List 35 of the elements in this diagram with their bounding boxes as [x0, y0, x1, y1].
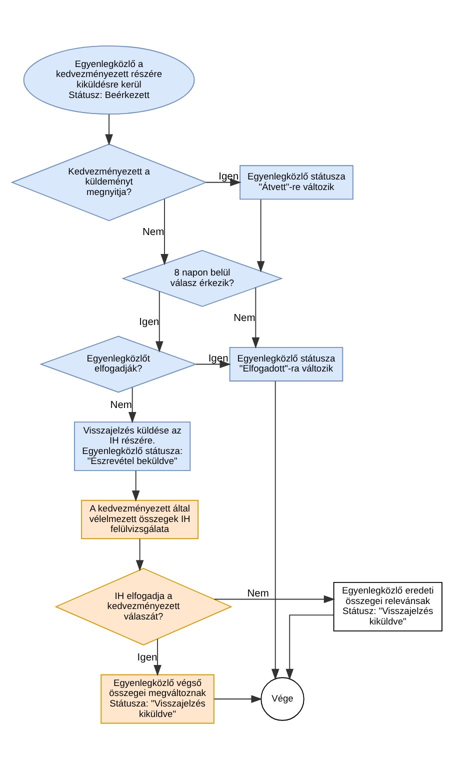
arrow: [252, 286, 260, 348]
arrow: [256, 198, 265, 272]
arrow: [214, 694, 262, 702]
edge-label: Nem: [142, 226, 164, 238]
node-diamond: 8 napon belül válasz érkezik?: [122, 249, 283, 306]
arrow: [105, 113, 113, 145]
edge-label: Nem: [247, 588, 269, 599]
arrow: [155, 290, 164, 352]
edge-label: Igen: [218, 170, 239, 182]
arrow: [136, 538, 144, 571]
arrow: [128, 386, 136, 423]
node-diamond: IH elfogadja a kedvezményezett válaszát?: [54, 567, 232, 645]
node-box: Visszajelzés küldése az IH részére. Egyenlegközlő státusza: "Észrevétel beküldve": [74, 421, 191, 471]
edge-label: Igen: [208, 352, 228, 364]
arrow: [206, 178, 242, 186]
arrow: [160, 198, 168, 265]
node-box: Egyenlegközlő végső összegei megváltoznak Státusza: "Visszajelzés kiküldve": [100, 674, 214, 724]
node-ellipse: Egyenlegközlő a kedvezményezett részére kiküldésre kerül Státusz: Beérkezett: [23, 44, 195, 114]
node-box: Egyenlegközlő eredeti összegei relevánsak Státusz: "Visszajelzés kiküldve": [333, 581, 442, 631]
arrow: [132, 470, 140, 502]
arrow: [154, 638, 162, 676]
node-box: Egyenlegközlő státusza "Átvett"-re változik: [240, 164, 354, 200]
node-diamond: Egyenlegközlőt elfogadják?: [40, 335, 198, 392]
node-box: Egyenlegközlő státusza "Elfogadott"-ra változik: [229, 346, 344, 381]
node-diamond: Kedvezményezett a küldeményt megnyitja?: [10, 143, 208, 221]
edge-label: Igen: [139, 316, 160, 328]
node-circle: Vége: [260, 676, 304, 720]
arrow: [271, 380, 280, 680]
arrow: [286, 614, 334, 680]
node-box: A kedvezményezett által vélelmezett összegek IH felülvizsgálata: [81, 499, 199, 539]
arrow: [195, 360, 231, 368]
edge-label: Nem: [110, 400, 132, 411]
edge-label: Igen: [137, 652, 158, 663]
arrow: [214, 594, 336, 603]
edge-label: Nem: [234, 312, 256, 324]
